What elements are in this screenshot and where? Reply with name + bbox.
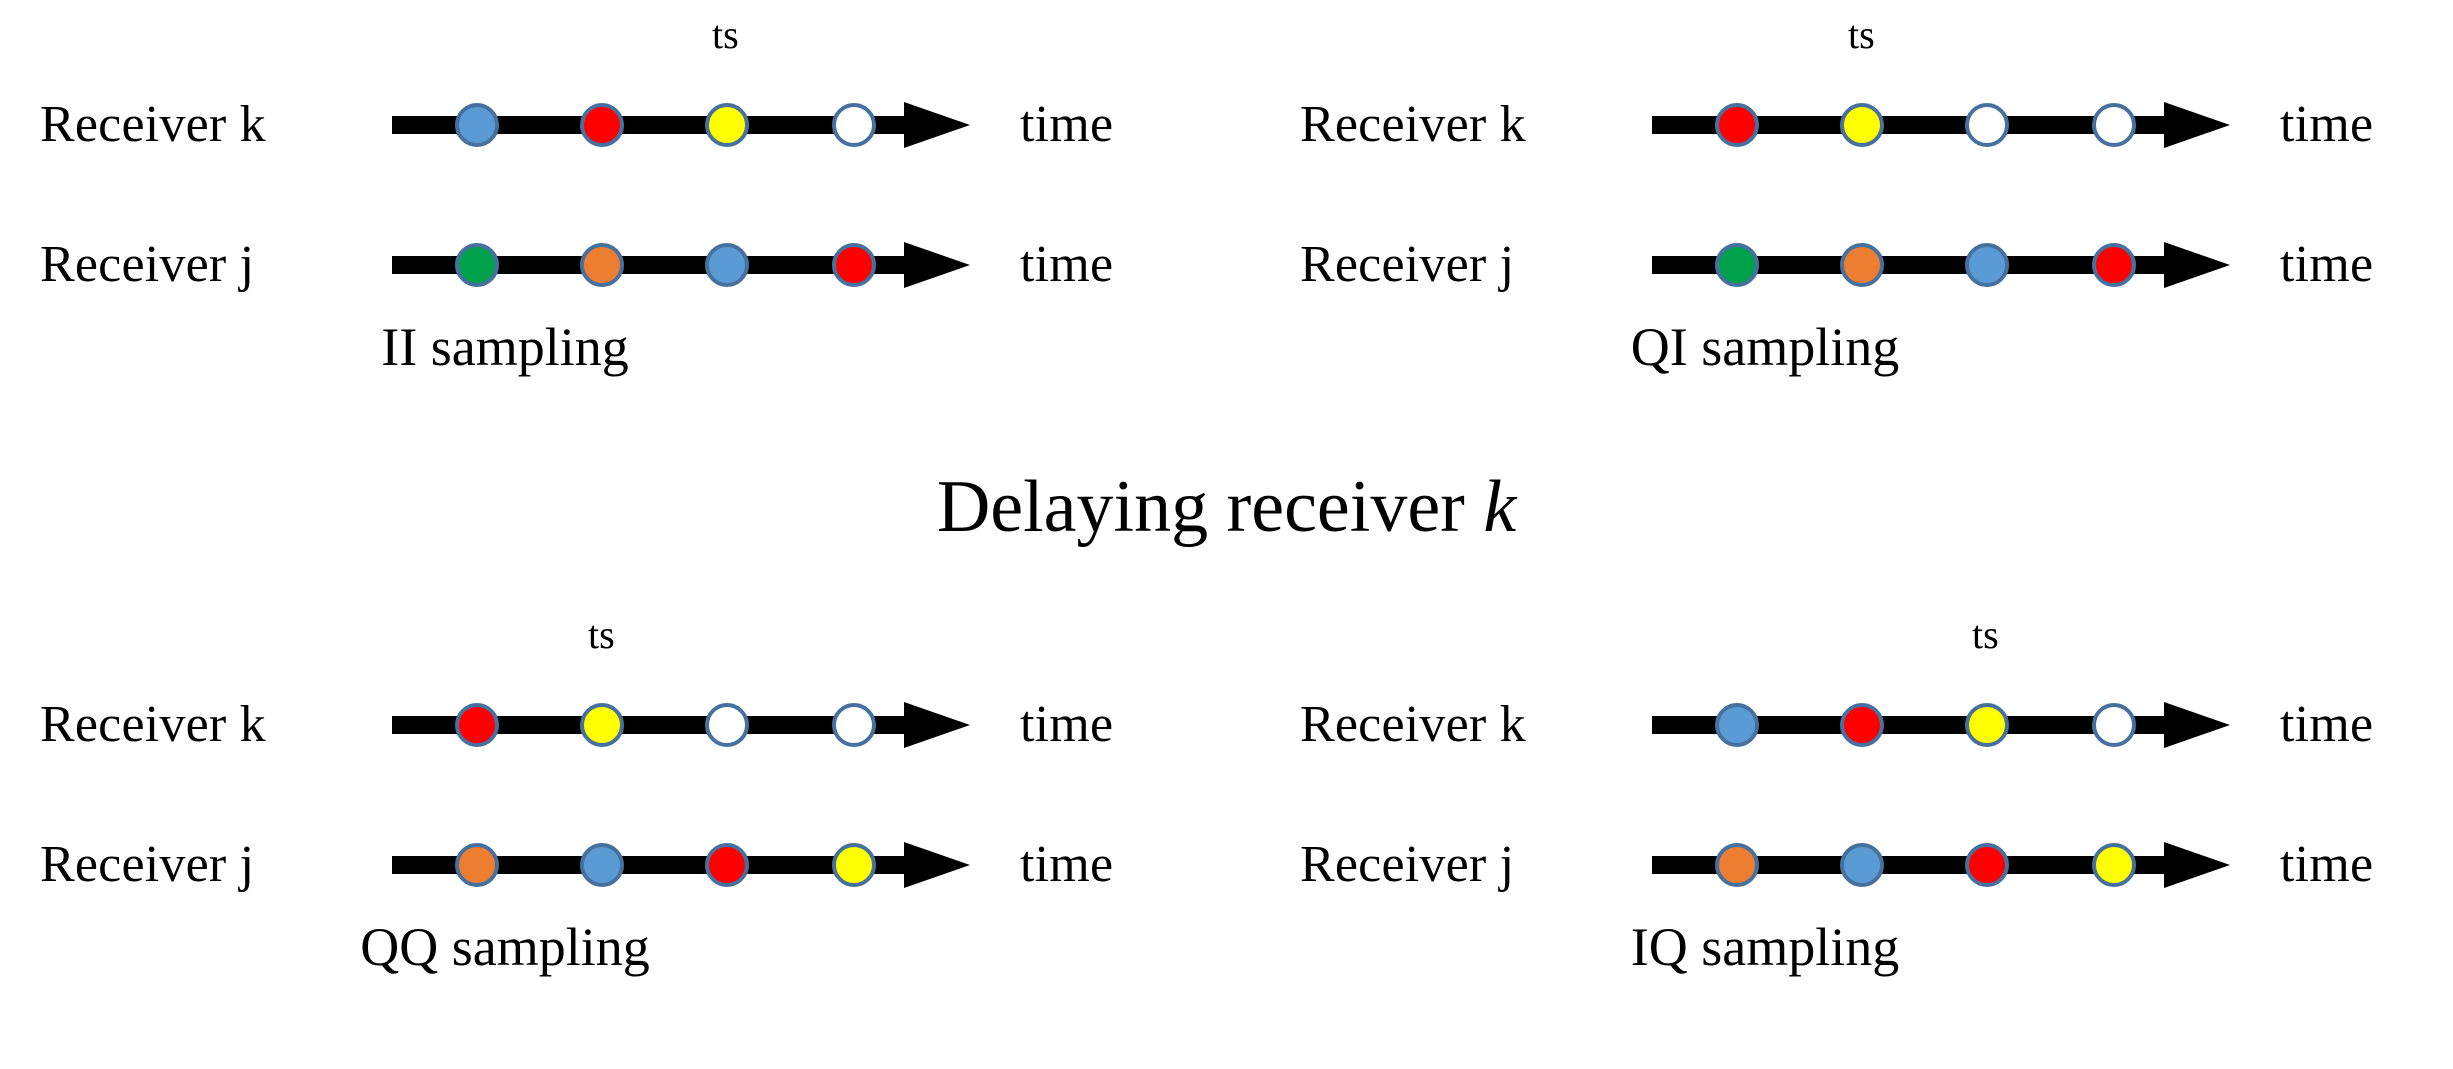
panel-caption: IQ sampling <box>1630 917 1900 977</box>
sample-dot <box>1840 843 1884 887</box>
axis-arrowhead-icon <box>904 102 970 148</box>
timeline-row-receiver-k: Receiver k time <box>40 680 1180 770</box>
sample-dot <box>1965 843 2009 887</box>
sample-dot <box>832 703 876 747</box>
sample-dot <box>455 703 499 747</box>
sample-dot <box>705 703 749 747</box>
sample-dot <box>455 103 499 147</box>
axis-line <box>1652 116 2182 134</box>
receiver-j-label: Receiver j <box>1300 236 1515 293</box>
sample-dot <box>2092 103 2136 147</box>
sample-dot <box>580 843 624 887</box>
time-axis <box>1652 842 2232 888</box>
time-axis-label: time <box>1020 836 1114 893</box>
time-axis <box>392 842 972 888</box>
axis-arrowhead-icon <box>2164 702 2230 748</box>
sample-dot <box>1840 243 1884 287</box>
axis-arrowhead-icon <box>904 702 970 748</box>
time-axis-label: time <box>2280 696 2374 753</box>
sample-dot <box>455 243 499 287</box>
time-axis-label: time <box>2280 836 2374 893</box>
sample-dot <box>580 103 624 147</box>
time-axis-label: time <box>1020 696 1114 753</box>
panel-iq-sampling: ts Receiver k time Receiver j <box>1300 615 2440 1040</box>
time-axis <box>1652 702 2232 748</box>
sample-dot <box>580 703 624 747</box>
figure-center-title: Delaying receiver k <box>0 470 2453 544</box>
panel-qq-sampling: ts Receiver k time Receiver j <box>40 615 1180 1040</box>
sample-dot <box>1965 243 2009 287</box>
time-axis <box>392 102 972 148</box>
receiver-j-label: Receiver j <box>40 236 255 293</box>
axis-arrowhead-icon <box>904 242 970 288</box>
time-axis <box>1652 242 2232 288</box>
timeline-row-receiver-j: Receiver j time <box>1300 220 2440 310</box>
sample-dot <box>455 843 499 887</box>
axis-line <box>1652 256 2182 274</box>
axis-line <box>1652 856 2182 874</box>
sample-dot <box>1965 703 2009 747</box>
sample-dot <box>832 243 876 287</box>
panel-qi-sampling: ts Receiver k time Receiver j <box>1300 15 2440 440</box>
sample-dot <box>1840 703 1884 747</box>
time-axis-label: time <box>2280 236 2374 293</box>
receiver-j-label: Receiver j <box>1300 836 1515 893</box>
axis-line <box>392 256 922 274</box>
sample-dot <box>1715 103 1759 147</box>
receiver-k-label: Receiver k <box>1300 696 1526 753</box>
center-title-emphasis: k <box>1483 466 1517 548</box>
center-title-text: Delaying receiver <box>936 466 1484 548</box>
sample-dot <box>705 843 749 887</box>
ts-marker-label: ts <box>1848 12 1875 57</box>
receiver-j-label: Receiver j <box>40 836 255 893</box>
axis-line <box>392 116 922 134</box>
timeline-row-receiver-j: Receiver j time <box>40 220 1180 310</box>
timeline-row-receiver-j: Receiver j time <box>40 820 1180 910</box>
receiver-k-label: Receiver k <box>1300 96 1526 153</box>
sample-dot <box>1715 843 1759 887</box>
axis-arrowhead-icon <box>2164 102 2230 148</box>
panel-caption: QQ sampling <box>360 917 650 977</box>
axis-line <box>1652 716 2182 734</box>
sample-dot <box>580 243 624 287</box>
timeline-row-receiver-j: Receiver j time <box>1300 820 2440 910</box>
sample-dot <box>705 243 749 287</box>
panel-caption: QI sampling <box>1630 317 1900 377</box>
timeline-row-receiver-k: Receiver k time <box>1300 80 2440 170</box>
ts-marker-label: ts <box>1972 612 1999 657</box>
sample-dot <box>1840 103 1884 147</box>
time-axis-label: time <box>1020 236 1114 293</box>
sample-dot <box>832 843 876 887</box>
axis-line <box>392 716 922 734</box>
sample-dot <box>832 103 876 147</box>
receiver-k-label: Receiver k <box>40 696 266 753</box>
axis-arrowhead-icon <box>2164 242 2230 288</box>
sample-dot <box>705 103 749 147</box>
receiver-k-label: Receiver k <box>40 96 266 153</box>
sample-dot <box>2092 843 2136 887</box>
sample-dot <box>1715 703 1759 747</box>
ts-marker-label: ts <box>588 612 615 657</box>
timeline-row-receiver-k: Receiver k time <box>40 80 1180 170</box>
sample-dot <box>2092 243 2136 287</box>
axis-arrowhead-icon <box>2164 842 2230 888</box>
axis-line <box>392 856 922 874</box>
time-axis-label: time <box>1020 96 1114 153</box>
sample-dot <box>1715 243 1759 287</box>
time-axis-label: time <box>2280 96 2374 153</box>
time-axis <box>392 702 972 748</box>
time-axis <box>392 242 972 288</box>
sample-dot <box>1965 103 2009 147</box>
time-axis <box>1652 102 2232 148</box>
axis-arrowhead-icon <box>904 842 970 888</box>
timeline-row-receiver-k: Receiver k time <box>1300 680 2440 770</box>
panel-ii-sampling: ts Receiver k time Receiver j <box>40 15 1180 440</box>
panel-caption: II sampling <box>381 317 629 377</box>
sample-dot <box>2092 703 2136 747</box>
ts-marker-label: ts <box>712 12 739 57</box>
